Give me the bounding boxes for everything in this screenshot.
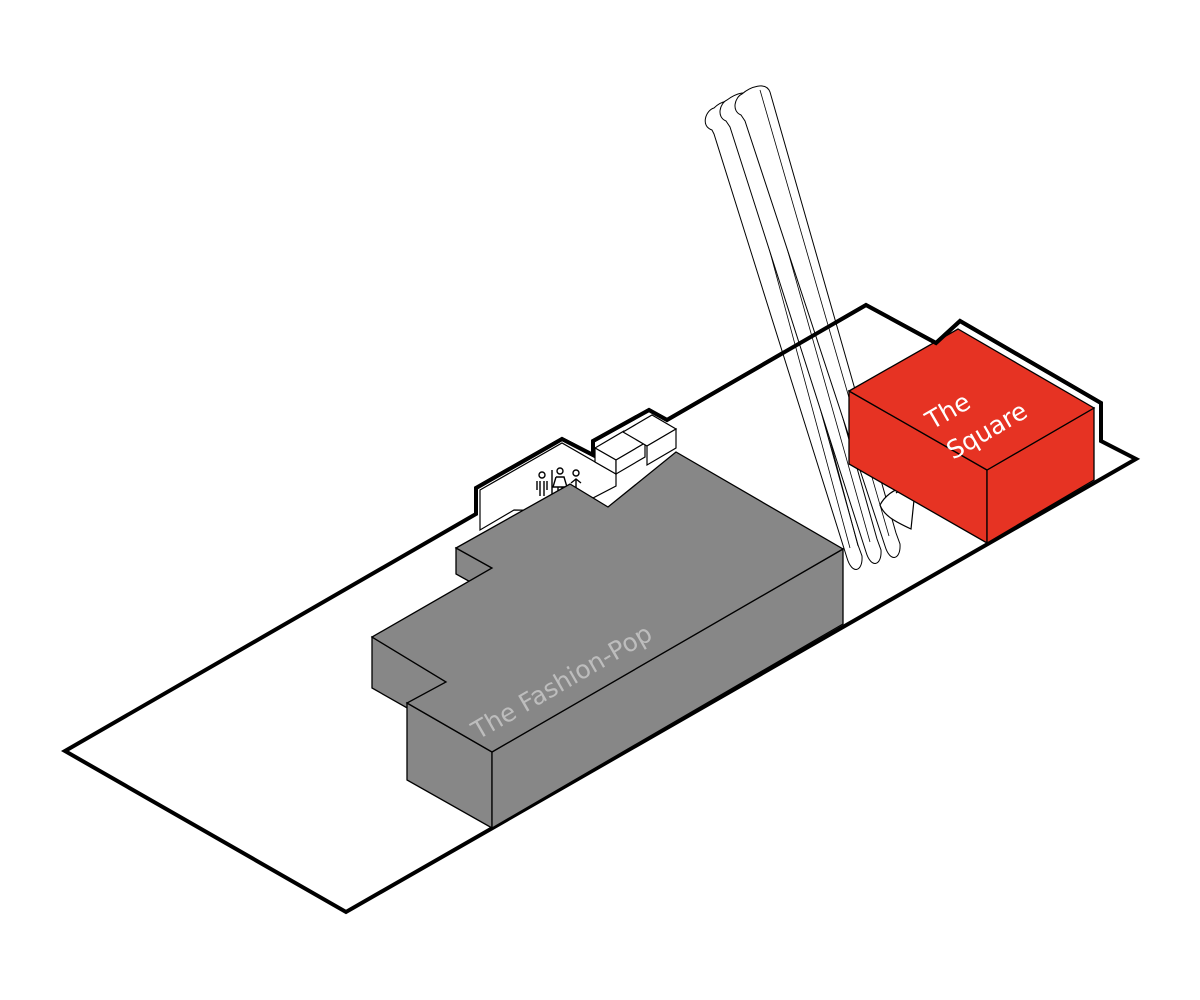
zone-square[interactable]: The Square	[847, 328, 1096, 545]
floor-outline-back-wall	[474, 302, 1103, 514]
kiosk-2[interactable]	[621, 414, 678, 467]
zone-fashion-pop[interactable]: The Fashion-Pop	[370, 451, 845, 830]
